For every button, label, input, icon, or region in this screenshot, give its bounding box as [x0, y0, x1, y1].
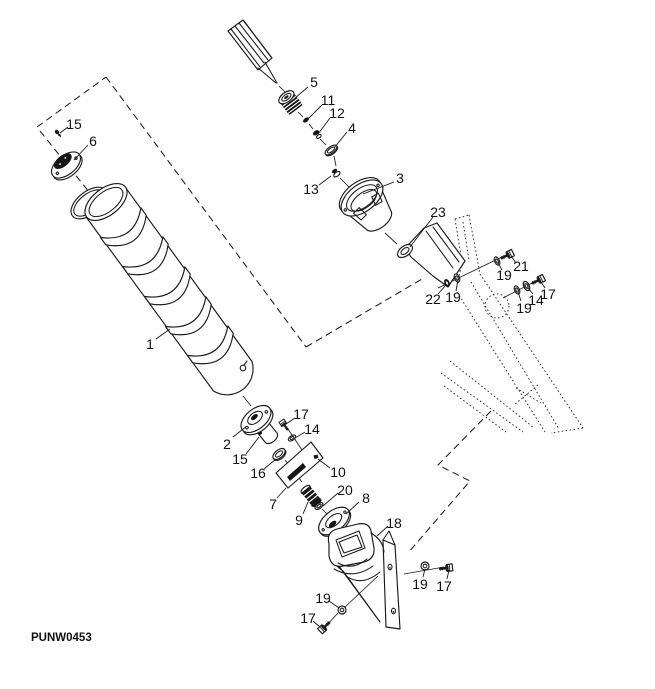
part-label-17: 17 [293, 406, 309, 422]
part-label-19: 19 [445, 289, 461, 305]
callout-leader-line [540, 281, 546, 289]
part-19-washer-bottom-left-graphic [337, 605, 347, 615]
part-label-10: 10 [330, 464, 346, 480]
part-label-22: 22 [425, 291, 441, 307]
callout-leader-line [527, 287, 534, 295]
part-11-graphic [303, 117, 309, 123]
callout-leader-line [362, 181, 395, 195]
part-label-3: 3 [396, 170, 404, 186]
part-15-screw-top-graphic [54, 129, 62, 138]
part-7-graphic [275, 441, 324, 489]
callout-leader-line [318, 175, 332, 186]
part-19-washer-bottom-right-graphic [420, 561, 430, 571]
callout-leader-line [376, 525, 389, 537]
callout-leader-line [306, 104, 323, 121]
part-label-12: 12 [329, 105, 345, 121]
part-label-15: 15 [232, 451, 248, 467]
part-label-9: 9 [295, 512, 303, 528]
part-label-2: 2 [223, 436, 231, 452]
phantom-boundary-lines [36, 76, 492, 554]
part-2-graphic [240, 404, 279, 445]
callout-leader-line [59, 126, 69, 134]
figure-code: PUNW0453 [31, 632, 92, 644]
callout-leader-line [245, 436, 260, 455]
callout-leader-line [322, 492, 339, 507]
part-19-washer-c-graphic [512, 284, 522, 296]
part-label-23: 23 [430, 204, 446, 220]
part-label-19: 19 [516, 300, 532, 316]
part-5-graphic [278, 90, 303, 115]
callout-leader-line [422, 568, 426, 578]
callout-leader-line [455, 279, 459, 292]
part-label-19: 19 [496, 267, 512, 283]
callout-leader-line [333, 131, 348, 149]
callout-leader-line [294, 431, 306, 439]
callout-leader-line [285, 417, 296, 425]
part-label-21: 21 [513, 258, 529, 274]
callout-leader-line [232, 425, 248, 438]
part-label-19: 19 [412, 576, 428, 592]
part-label-5: 5 [310, 74, 318, 90]
callout-leader-line [510, 255, 517, 264]
part-label-19: 19 [315, 590, 331, 606]
part-label-15: 15 [66, 116, 82, 132]
part-20-graphic [314, 501, 324, 511]
callout-leader-line [517, 291, 522, 302]
part-10-graphic [313, 454, 319, 459]
part-16-graphic [272, 447, 287, 462]
frame-graphic [440, 214, 584, 434]
callout-leader-line [317, 458, 331, 469]
callout-leader-line [446, 569, 450, 580]
part-12-graphic [313, 130, 322, 139]
part-4-graphic [324, 144, 339, 157]
callout-leader-line [312, 620, 321, 628]
part-13-graphic [331, 168, 341, 178]
part-label-4: 4 [348, 120, 356, 136]
callout-leader-line [328, 600, 340, 609]
callout-leader-line [294, 86, 309, 99]
callout-leader-line [437, 284, 447, 295]
part-label-16: 16 [250, 465, 266, 481]
callout-leader-line [276, 487, 287, 499]
part-label-6: 6 [89, 133, 97, 149]
part-label-11: 11 [321, 92, 336, 108]
callout-leader-line [345, 501, 360, 515]
part-label-17: 17 [540, 286, 556, 302]
part-label-17: 17 [436, 578, 452, 594]
part-19-washer-b-graphic [492, 255, 502, 267]
part-label-1: 1 [146, 336, 154, 352]
callout-leader-line [73, 144, 89, 161]
callout-leader-line [263, 458, 277, 470]
part-18-graphic [327, 523, 401, 630]
part-label-13: 13 [303, 181, 319, 197]
callout-leader-line [317, 117, 331, 135]
part-1-auger-graphic [70, 182, 254, 396]
part-label-20: 20 [337, 482, 353, 498]
part-3-graphic [338, 177, 393, 232]
part-21-bolt-graphic [498, 248, 516, 263]
part-23-graphic [396, 222, 466, 288]
part-label-7: 7 [269, 496, 277, 512]
part-6-graphic [50, 151, 83, 181]
part-label-14: 14 [528, 292, 544, 308]
part-label-18: 18 [386, 515, 402, 531]
callout-leader-line [497, 262, 503, 271]
callout-leader-line [155, 328, 171, 340]
lubricant-tube-graphic [227, 19, 278, 84]
part-label-8: 8 [362, 490, 370, 506]
part-label-17: 17 [300, 610, 316, 626]
callout-leader-line [302, 501, 309, 515]
part-17-bolt-bottom-right-graphic [437, 562, 455, 574]
callout-leader-line [409, 216, 434, 248]
part-9-graphic [300, 484, 322, 508]
part-label-14: 14 [304, 421, 320, 437]
